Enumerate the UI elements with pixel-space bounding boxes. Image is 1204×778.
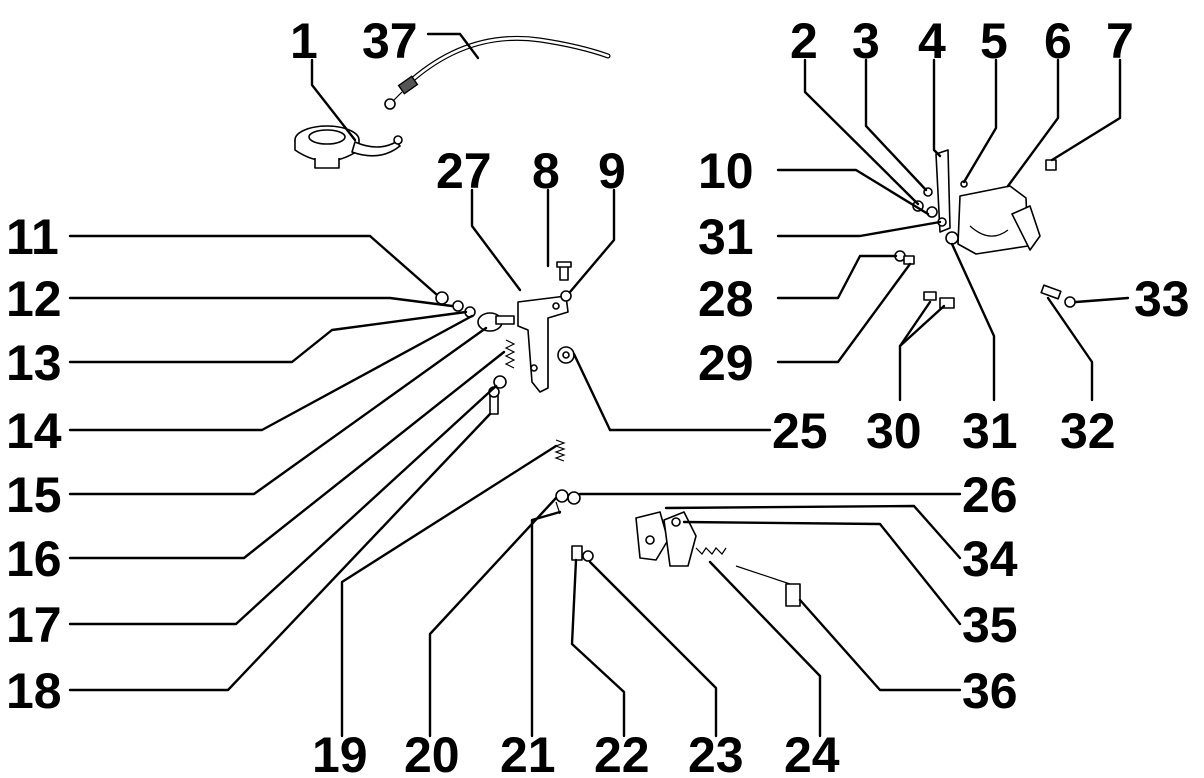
part-9-nut xyxy=(560,290,572,302)
callout-13: 13 xyxy=(6,335,62,391)
part-25-nut xyxy=(557,346,575,364)
callout-20: 20 xyxy=(404,727,460,778)
callout-6: 6 xyxy=(1044,13,1072,69)
callout-15: 15 xyxy=(6,467,62,523)
part-16-spring xyxy=(504,339,516,369)
callout-7: 7 xyxy=(1106,13,1134,69)
part-30-screw xyxy=(923,291,955,309)
callout-19: 19 xyxy=(312,727,368,778)
callout-26: 26 xyxy=(962,467,1018,523)
callout-23: 23 xyxy=(688,727,744,778)
part-17-washer xyxy=(493,375,507,389)
callout-30: 30 xyxy=(866,403,922,459)
part-34-35-hinge xyxy=(635,511,697,567)
callout-2: 2 xyxy=(790,13,818,69)
callout-11: 11 xyxy=(6,209,59,265)
callout-21: 21 xyxy=(500,727,556,778)
callout-8: 8 xyxy=(532,143,560,199)
parts-2-6-plate-assembly xyxy=(912,149,1041,255)
callout-31-lower: 31 xyxy=(962,403,1018,459)
part-1-knob-assembly xyxy=(294,125,403,169)
part-28-29-bolt xyxy=(894,250,915,265)
callout-18: 18 xyxy=(6,663,62,719)
part-27-bracket xyxy=(517,295,569,393)
callout-25: 25 xyxy=(772,403,828,459)
part-37-cable xyxy=(384,35,611,110)
callout-22: 22 xyxy=(594,727,650,778)
callout-4: 4 xyxy=(918,13,946,69)
callout-28: 28 xyxy=(698,271,754,327)
parts-11-15-stack xyxy=(435,291,515,332)
callout-labels: 1 37 2 3 4 5 6 7 27 8 9 10 31 28 29 33 3… xyxy=(6,13,1190,778)
leader-lines xyxy=(68,32,1130,738)
callout-27: 27 xyxy=(436,143,492,199)
callout-14: 14 xyxy=(6,403,62,459)
callout-32: 32 xyxy=(1060,403,1116,459)
callout-36: 36 xyxy=(962,663,1018,719)
callout-5: 5 xyxy=(980,13,1008,69)
callout-34: 34 xyxy=(962,531,1018,587)
callout-17: 17 xyxy=(6,597,62,653)
part-24-spring xyxy=(695,547,727,555)
part-19-spring xyxy=(554,439,566,462)
callout-12: 12 xyxy=(6,271,62,327)
part-8-screw xyxy=(556,261,572,281)
callout-35: 35 xyxy=(962,597,1018,653)
callout-3: 3 xyxy=(852,13,880,69)
callout-1: 1 xyxy=(290,13,318,69)
part-7-screw xyxy=(1045,159,1057,171)
part-36-rod xyxy=(735,565,801,607)
callout-10: 10 xyxy=(698,143,754,199)
callout-9: 9 xyxy=(598,143,626,199)
callout-31-upper: 31 xyxy=(698,209,754,265)
part-32-33-bolt xyxy=(1040,284,1076,308)
callout-24: 24 xyxy=(784,727,840,778)
callout-29: 29 xyxy=(698,335,754,391)
callout-37: 37 xyxy=(362,13,418,69)
part-20-21-26-clip xyxy=(555,489,581,515)
part-22-23-screw xyxy=(571,545,594,562)
callout-16: 16 xyxy=(6,531,62,587)
callout-33: 33 xyxy=(1134,271,1190,327)
